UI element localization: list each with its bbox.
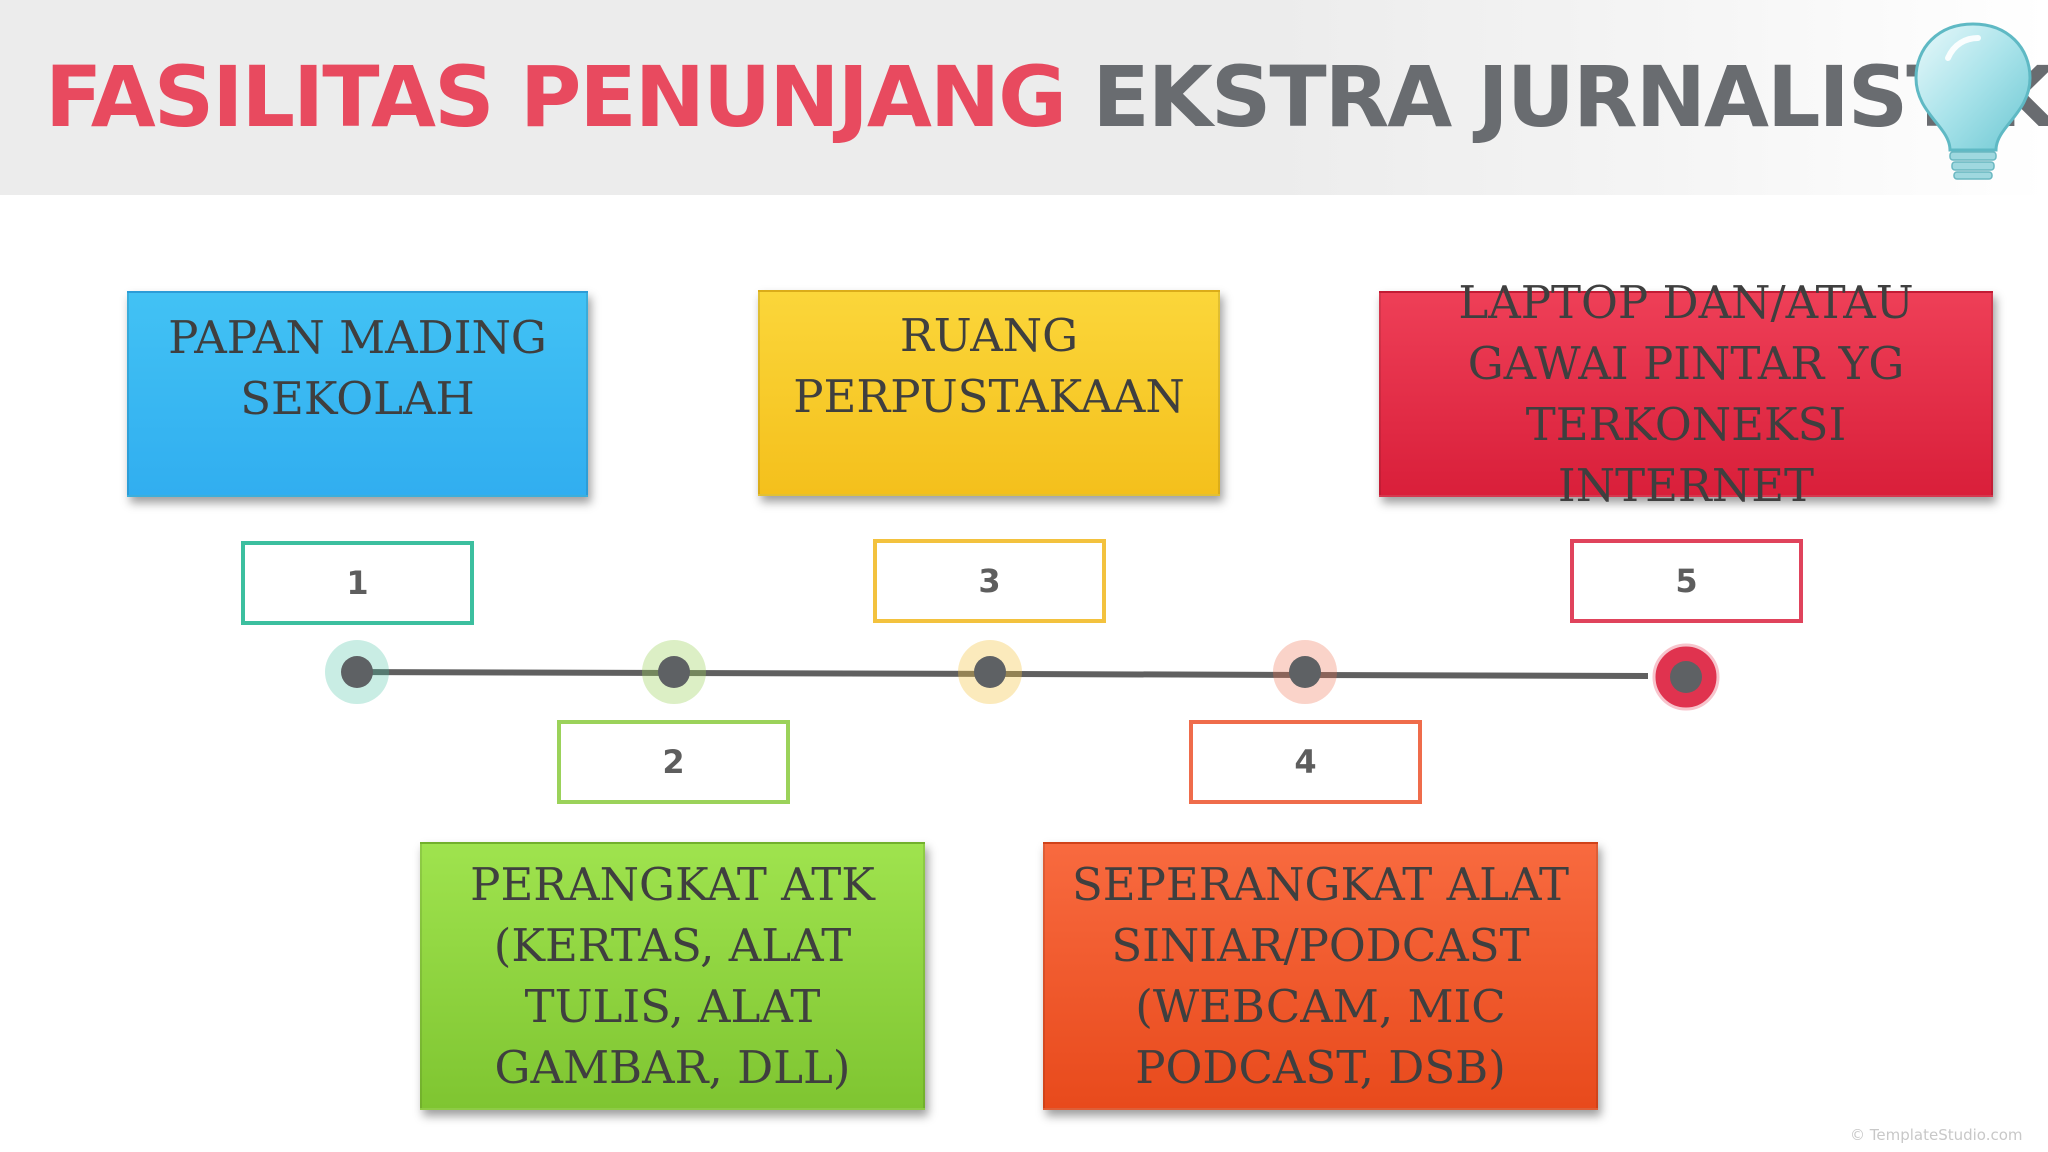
- watermark: © TemplateStudio.com: [1850, 1126, 2023, 1144]
- card-perangkat-atk: PERANGKAT ATK (KERTAS, ALAT TULIS, ALAT …: [420, 842, 925, 1110]
- card-ruang-perpustakaan: RUANG PERPUSTAKAAN: [758, 290, 1220, 496]
- number-box-4: 4: [1189, 720, 1422, 804]
- card-papan-mading: PAPAN MADING SEKOLAH: [127, 291, 588, 497]
- number-box-1: 1: [241, 541, 474, 625]
- number-box-3: 3: [873, 539, 1106, 623]
- card-alat-siniar: SEPERANGKAT ALAT SINIAR/PODCAST (WEBCAM,…: [1043, 842, 1598, 1110]
- card-label: LAPTOP DAN/ATAU GAWAI PINTAR YG TERKONEK…: [1458, 276, 1914, 512]
- page-title: FASILITAS PENUNJANG EKSTRA JURNALISTIK: [45, 42, 2048, 152]
- card-label: SEPERANGKAT ALAT SINIAR/PODCAST (WEBCAM,…: [1071, 858, 1570, 1094]
- timeline-dot-4: [1273, 640, 1337, 704]
- title-highlight: FASILITAS PENUNJANG: [45, 48, 1067, 146]
- timeline-dot-3: [958, 640, 1022, 704]
- title-rest: EKSTRA JURNALISTIK: [1092, 48, 2048, 146]
- timeline-dot-1: [325, 640, 389, 704]
- lightbulb-icon: [1914, 22, 2032, 180]
- card-laptop-gawai: LAPTOP DAN/ATAU GAWAI PINTAR YG TERKONEK…: [1379, 276, 1993, 512]
- card-label: RUANG PERPUSTAKAAN: [793, 309, 1185, 423]
- title-banner: [0, 0, 2048, 195]
- timeline-dot-5: [1652, 643, 1720, 711]
- card-label: PAPAN MADING SEKOLAH: [168, 311, 547, 425]
- number-box-2: 2: [557, 720, 790, 804]
- card-label: PERANGKAT ATK (KERTAS, ALAT TULIS, ALAT …: [470, 858, 875, 1094]
- number-box-5: 5: [1570, 539, 1803, 623]
- timeline-dot-2: [642, 640, 706, 704]
